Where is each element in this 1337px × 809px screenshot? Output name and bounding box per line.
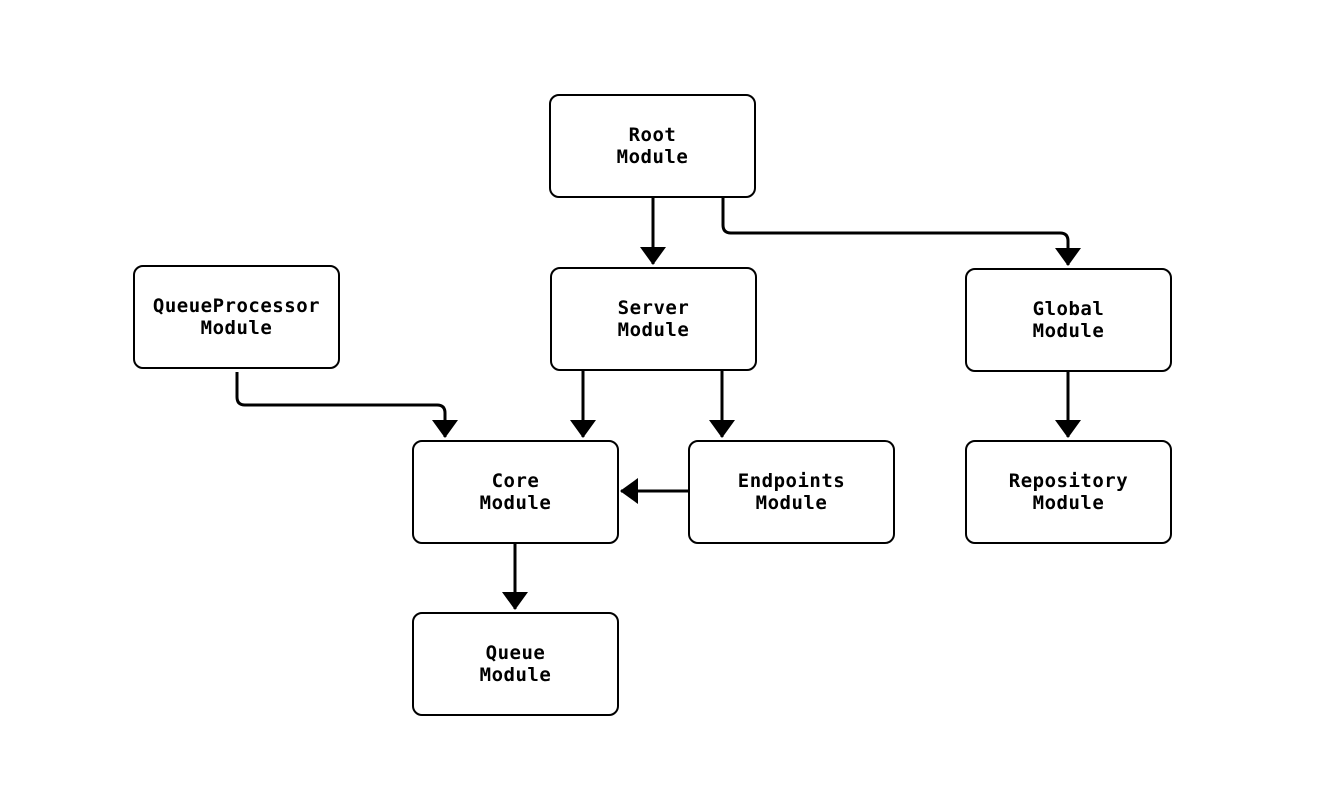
node-global-module: Global Module [965, 268, 1172, 372]
node-queue-label-line1: Queue [485, 642, 546, 664]
node-server-module: Server Module [550, 267, 757, 371]
node-global-label-line2: Module [1032, 320, 1105, 342]
node-root-label-line2: Module [616, 146, 689, 168]
node-core-module: Core Module [412, 440, 619, 544]
node-server-label-line1: Server [617, 297, 690, 319]
node-queueprocessor-label-line2: Module [200, 317, 273, 339]
node-endpoints-label-line2: Module [755, 492, 828, 514]
node-endpoints-module: Endpoints Module [688, 440, 895, 544]
node-repository-label-line1: Repository [1008, 470, 1129, 492]
node-server-label-line2: Module [617, 319, 690, 341]
node-core-label-line2: Module [479, 492, 552, 514]
node-repository-label-line2: Module [1032, 492, 1105, 514]
edge-root-global [721, 198, 1081, 266]
node-core-label-line1: Core [491, 470, 540, 492]
node-queue-label-line2: Module [479, 664, 552, 686]
node-global-label-line1: Global [1032, 298, 1105, 320]
node-queue-module: Queue Module [412, 612, 619, 716]
edge-queueprocessor-core [235, 372, 458, 438]
node-root-label-line1: Root [628, 124, 677, 146]
node-queueprocessor-label-line1: QueueProcessor [152, 295, 321, 317]
node-endpoints-label-line1: Endpoints [737, 470, 846, 492]
node-repository-module: Repository Module [965, 440, 1172, 544]
node-root-module: Root Module [549, 94, 756, 198]
node-queueprocessor-module: QueueProcessor Module [133, 265, 340, 369]
